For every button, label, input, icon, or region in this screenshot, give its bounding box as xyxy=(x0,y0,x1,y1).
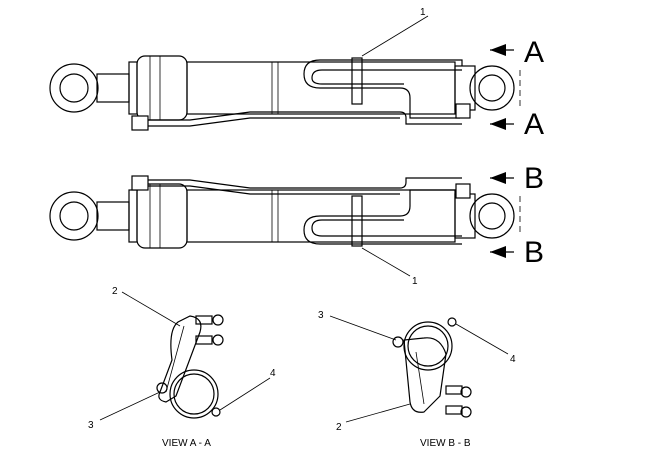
clamp xyxy=(351,195,363,247)
callout-4: 4 xyxy=(510,354,516,365)
view-a-label: VIEW A - A xyxy=(162,438,211,449)
tube-block xyxy=(131,175,149,191)
view-b-detail: 3 4 2 VIEW B - B xyxy=(318,310,516,449)
head-cap xyxy=(136,183,188,249)
base-eye-outer xyxy=(469,193,515,239)
port-block xyxy=(455,183,471,199)
callout-2: 2 xyxy=(112,286,118,297)
view-a-detail: 2 3 4 VIEW A - A xyxy=(88,286,276,449)
section-arrow-b-top: B xyxy=(490,162,544,195)
bottom-cylinder xyxy=(49,175,521,249)
nut-icon xyxy=(212,314,224,326)
arrow-head-icon xyxy=(490,246,506,258)
section-label-b: B xyxy=(524,236,544,269)
section-arrow-a-top: A xyxy=(490,36,544,69)
head-cap xyxy=(136,55,188,121)
port-block xyxy=(455,103,471,119)
bracket xyxy=(403,337,447,413)
callout-4: 4 xyxy=(270,368,276,379)
gland xyxy=(128,61,138,115)
rod-eye-outer xyxy=(49,63,99,113)
gland xyxy=(128,189,138,243)
base-eye-outer xyxy=(469,65,515,111)
view-b-label: VIEW B - B xyxy=(420,438,471,449)
arrow-head-icon xyxy=(490,172,506,184)
top-cylinder xyxy=(49,55,521,131)
clamp xyxy=(351,57,363,105)
callout-2: 2 xyxy=(336,422,342,433)
end-cap xyxy=(454,193,476,239)
clip-icon xyxy=(211,407,221,417)
tube-line xyxy=(140,111,462,125)
tube-line xyxy=(140,177,462,189)
nut-icon xyxy=(460,386,472,398)
callout-1-top: 1 xyxy=(420,7,426,18)
callout-3: 3 xyxy=(318,310,324,321)
rod-eye-inner xyxy=(59,201,89,231)
arrow-head-icon xyxy=(490,44,506,56)
nut-icon xyxy=(460,406,472,418)
hose-loop xyxy=(303,59,463,119)
section-label-a: A xyxy=(524,108,544,141)
rod-eye-outer xyxy=(49,191,99,241)
bolt-head-icon xyxy=(392,336,404,348)
callout-3: 3 xyxy=(88,420,94,431)
section-label-a: A xyxy=(524,36,544,69)
callout-1-mid: 1 xyxy=(412,276,418,287)
rod-eye-inner xyxy=(59,73,89,103)
rod xyxy=(96,73,130,103)
rod xyxy=(96,201,130,231)
tube-circle xyxy=(169,369,219,419)
section-arrow-b-bottom: B xyxy=(490,236,544,269)
section-label-b: B xyxy=(524,162,544,195)
arrow-head-icon xyxy=(490,118,506,130)
hose-loop xyxy=(303,189,462,245)
leader-line xyxy=(361,247,411,277)
bolt-head-icon xyxy=(156,382,168,394)
base-eye-inner xyxy=(478,202,506,230)
section-arrow-a-bottom: A xyxy=(490,108,544,141)
base-eye-inner xyxy=(478,74,506,102)
nut-icon xyxy=(212,334,224,346)
tube-block xyxy=(131,115,149,131)
bracket xyxy=(158,315,202,403)
clip-icon xyxy=(447,317,457,327)
leader-line xyxy=(361,15,429,57)
